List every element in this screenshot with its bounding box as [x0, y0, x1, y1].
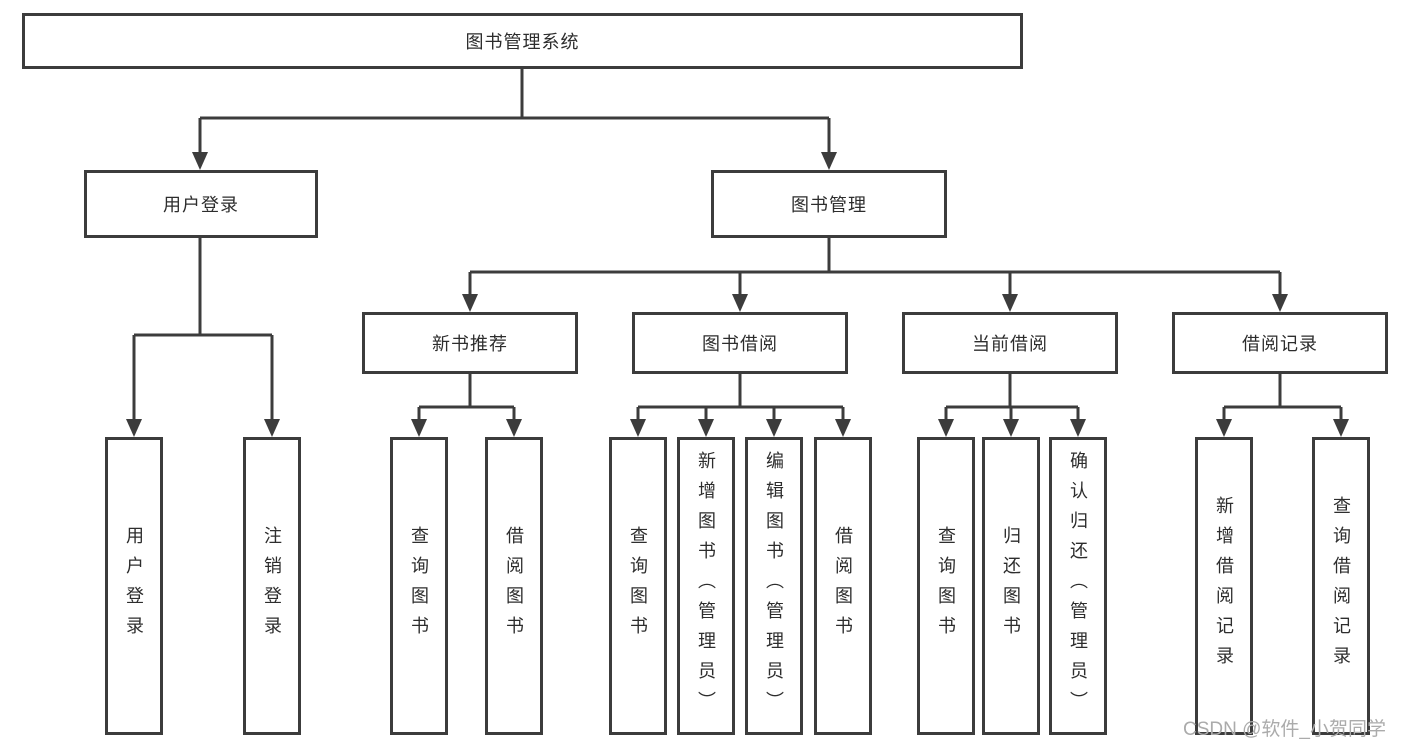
- arrowheads: [126, 152, 1349, 437]
- arrow-down-icon: [821, 152, 837, 170]
- node-book-borrow-label: 图书借阅: [702, 334, 778, 354]
- leaf-borrow-books-recommend-label: 借阅图书: [504, 526, 524, 646]
- leaf-borrow-books-label: 借阅图书: [833, 526, 853, 646]
- leaf-user-login: 用户登录: [105, 437, 163, 735]
- leaf-logout: 注销登录: [243, 437, 301, 735]
- node-library-system: 图书管理系统: [22, 13, 1023, 69]
- arrow-down-icon: [506, 419, 522, 437]
- node-borrow-records-label: 借阅记录: [1242, 334, 1318, 354]
- arrow-down-icon: [1070, 419, 1086, 437]
- arrow-down-icon: [938, 419, 954, 437]
- leaf-edit-book-admin: 编辑图书（管理员）: [745, 437, 803, 735]
- arrow-down-icon: [1216, 419, 1232, 437]
- arrow-down-icon: [462, 294, 478, 312]
- arrow-down-icon: [126, 419, 142, 437]
- arrow-down-icon: [1003, 419, 1019, 437]
- leaf-query-books-borrow-label: 查询图书: [628, 526, 648, 646]
- leaf-add-book-admin-label: 新增图书（管理员）: [696, 451, 716, 721]
- leaf-logout-label: 注销登录: [262, 526, 282, 646]
- arrow-down-icon: [1002, 294, 1018, 312]
- node-library-system-label: 图书管理系统: [465, 32, 580, 52]
- leaf-add-book-admin: 新增图书（管理员）: [677, 437, 735, 735]
- node-user-login-label: 用户登录: [163, 195, 239, 215]
- arrow-down-icon: [264, 419, 280, 437]
- arrow-down-icon: [698, 419, 714, 437]
- node-current-borrow-label: 当前借阅: [972, 334, 1048, 354]
- leaf-user-login-label: 用户登录: [124, 526, 144, 646]
- leaf-add-borrow-record: 新增借阅记录: [1195, 437, 1253, 735]
- leaf-query-books-current: 查询图书: [917, 437, 975, 735]
- arrow-down-icon: [192, 152, 208, 170]
- leaf-query-books-recommend: 查询图书: [390, 437, 448, 735]
- arrow-down-icon: [732, 294, 748, 312]
- node-new-book-recommend: 新书推荐: [362, 312, 578, 374]
- arrow-down-icon: [1333, 419, 1349, 437]
- leaf-query-books-current-label: 查询图书: [936, 526, 956, 646]
- connector-path: [132, 69, 1343, 420]
- node-user-login: 用户登录: [84, 170, 318, 238]
- arrow-down-icon: [835, 419, 851, 437]
- leaf-query-borrow-record-label: 查询借阅记录: [1331, 496, 1351, 676]
- leaf-return-book: 归还图书: [982, 437, 1040, 735]
- leaf-confirm-return-admin-label: 确认归还（管理员）: [1068, 451, 1088, 721]
- node-book-borrow: 图书借阅: [632, 312, 848, 374]
- node-borrow-records: 借阅记录: [1172, 312, 1388, 374]
- node-new-book-recommend-label: 新书推荐: [432, 334, 508, 354]
- node-book-management-label: 图书管理: [791, 195, 867, 215]
- leaf-add-borrow-record-label: 新增借阅记录: [1214, 496, 1234, 676]
- leaf-edit-book-admin-label: 编辑图书（管理员）: [764, 451, 784, 721]
- arrow-down-icon: [411, 419, 427, 437]
- leaf-confirm-return-admin: 确认归还（管理员）: [1049, 437, 1107, 735]
- leaf-borrow-books-recommend: 借阅图书: [485, 437, 543, 735]
- arrow-down-icon: [630, 419, 646, 437]
- csdn-watermark: CSDN @软件_小贺同学: [1183, 719, 1386, 740]
- node-current-borrow: 当前借阅: [902, 312, 1118, 374]
- arrow-down-icon: [766, 419, 782, 437]
- leaf-query-books-borrow: 查询图书: [609, 437, 667, 735]
- leaf-return-book-label: 归还图书: [1001, 526, 1021, 646]
- leaf-query-books-recommend-label: 查询图书: [409, 526, 429, 646]
- leaf-query-borrow-record: 查询借阅记录: [1312, 437, 1370, 735]
- node-book-management: 图书管理: [711, 170, 947, 238]
- arrow-down-icon: [1272, 294, 1288, 312]
- leaf-borrow-books: 借阅图书: [814, 437, 872, 735]
